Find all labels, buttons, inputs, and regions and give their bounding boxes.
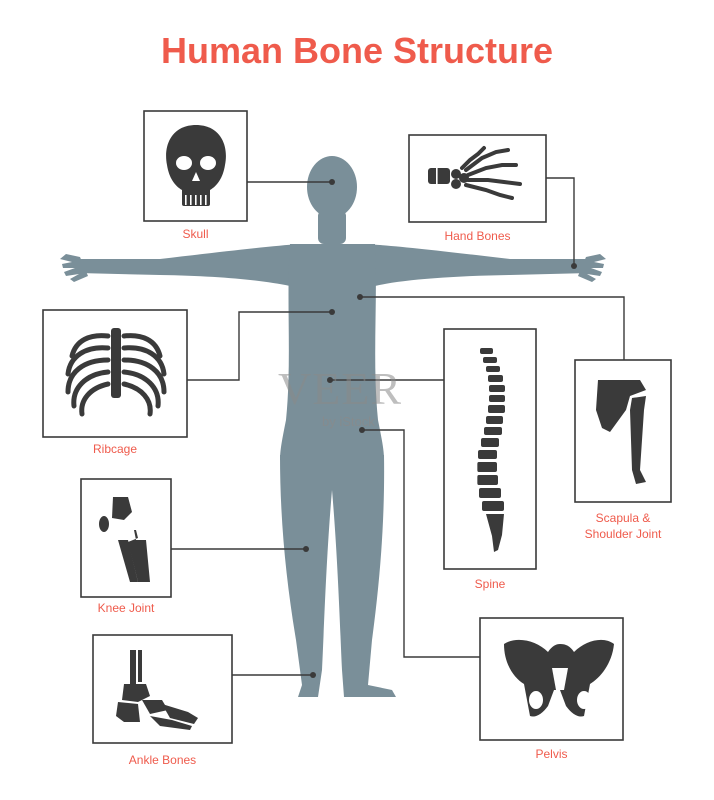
- knee-joint-icon: [99, 497, 150, 582]
- hand-bones-label: Hand Bones: [444, 229, 511, 243]
- scapula-label-line1: Scapula &: [595, 511, 651, 525]
- knee-frame: [80, 478, 172, 598]
- watermark: VEER: [278, 363, 403, 414]
- scapula-label-line2: Shoulder Joint: [584, 527, 662, 541]
- ankle-bones-label: Ankle Bones: [128, 753, 197, 767]
- page-title: Human Bone Structure: [160, 30, 554, 71]
- knee-joint-label: Knee Joint: [97, 601, 155, 615]
- ribcage-connector: [187, 311, 332, 381]
- scapula-connector: [360, 296, 625, 360]
- pelvis-label: Pelvis: [535, 747, 568, 761]
- ankle-frame: [92, 634, 233, 744]
- skull-icon: [166, 125, 226, 206]
- skull-label: Skull: [182, 227, 209, 241]
- spine-label: Spine: [474, 577, 506, 591]
- ribcage-label: Ribcage: [92, 442, 138, 456]
- hand-bones-icon: [428, 146, 522, 200]
- hand-connector: [546, 177, 575, 266]
- scapula-icon: [596, 380, 646, 484]
- ribcage-icon: [65, 328, 167, 417]
- ankle-bones-icon: [116, 650, 198, 730]
- connector-dots: [303, 179, 577, 678]
- connector-lines: [171, 177, 625, 676]
- pelvis-connector: [362, 429, 480, 658]
- spine-icon: [474, 348, 505, 552]
- pelvis-icon: [504, 639, 614, 717]
- spine-frame: [443, 328, 537, 570]
- watermark-sub: by iStock: [322, 414, 375, 429]
